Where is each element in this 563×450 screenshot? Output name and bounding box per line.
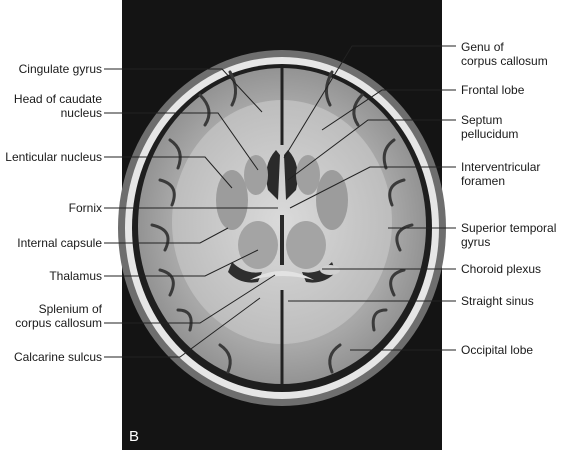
- left-atrium: [228, 262, 262, 283]
- label-internal-capsule: Internal capsule: [17, 236, 102, 250]
- right-caudate: [296, 155, 320, 195]
- leader-lines: [104, 45, 456, 358]
- label-frontal-lobe: Frontal lobe: [461, 83, 525, 97]
- left-caudate: [244, 155, 268, 195]
- label-interventricular-foramen: Interventricular foramen: [461, 160, 541, 188]
- label-genu-corpus-callosum: Genu of corpus callosum: [461, 40, 548, 68]
- third-ventricle: [280, 215, 284, 265]
- right-frontal-horn: [284, 150, 298, 200]
- label-superior-temporal-gyrus: Superior temporal gyrus: [461, 221, 557, 249]
- right-thalamus: [286, 221, 326, 269]
- left-frontal-horn: [266, 150, 280, 200]
- label-head-caudate-nucleus: Head of caudate nucleus: [13, 92, 102, 120]
- label-calcarine-sulcus: Calcarine sulcus: [13, 350, 102, 364]
- left-thalamus: [238, 221, 278, 269]
- right-lenticular: [316, 170, 348, 230]
- label-thalamus: Thalamus: [49, 269, 102, 283]
- label-septum-pellucidum: Septum pellucidum: [461, 113, 519, 141]
- label-splenium-corpus-callosum: Splenium of corpus callosum: [15, 302, 102, 330]
- sulci: [150, 70, 414, 374]
- splenium: [250, 271, 314, 280]
- label-lenticular-nucleus: Lenticular nucleus: [5, 150, 102, 164]
- label-cingulate-gyrus: Cingulate gyrus: [18, 62, 102, 76]
- label-choroid-plexus: Choroid plexus: [461, 262, 542, 276]
- label-fornix: Fornix: [68, 201, 102, 215]
- panel-letter: B: [129, 428, 140, 445]
- left-lenticular: [216, 170, 248, 230]
- label-occipital-lobe: Occipital lobe: [461, 343, 534, 357]
- label-straight-sinus: Straight sinus: [461, 294, 534, 308]
- choroid-plexus: [320, 265, 340, 275]
